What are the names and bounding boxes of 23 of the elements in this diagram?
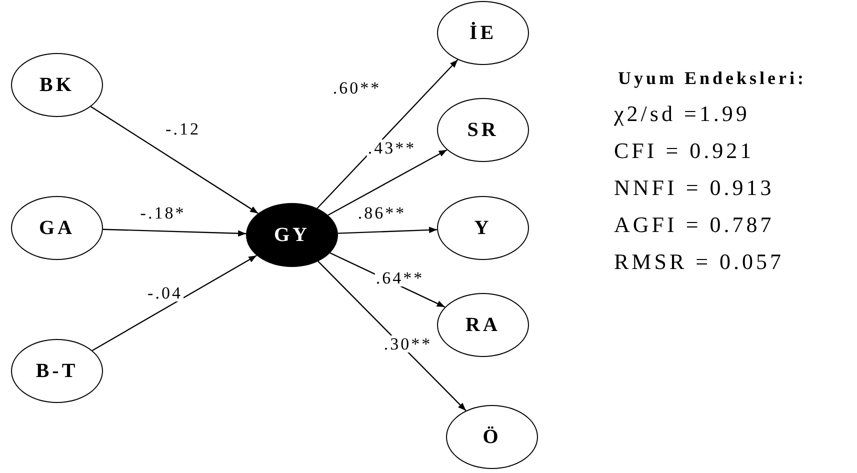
arrow [338,226,438,234]
ellipse-node: BK [11,53,103,117]
arrow [92,254,257,352]
fit-index-value: NNFI = 0.913 [614,174,776,202]
filled-ellipse-node: GY [246,203,338,267]
arrow [102,228,246,237]
arrow [328,149,448,216]
arrow [318,260,466,412]
fit-index-value: AGFI = 0.787 [614,211,776,239]
fit-indices-heading: Uyum Endeksleri: [618,67,807,90]
ellipse-node: SR [437,98,529,162]
ellipse-node: Ö [446,405,538,469]
fit-index-value: χ2/sd =1.99 [614,100,751,128]
arrow [316,59,458,209]
edge-label: -.04 [146,284,184,302]
ellipse-node: RA [437,293,529,357]
fit-index-value: RMSR = 0.057 [614,248,786,276]
ellipse-node: İE [437,1,529,65]
ellipse-node: GA [11,196,103,260]
fit-index-value: CFI = 0.921 [614,137,756,165]
ellipse-node: B-T [11,339,103,403]
ellipse-node: Y [437,196,529,260]
arrow [90,106,258,214]
